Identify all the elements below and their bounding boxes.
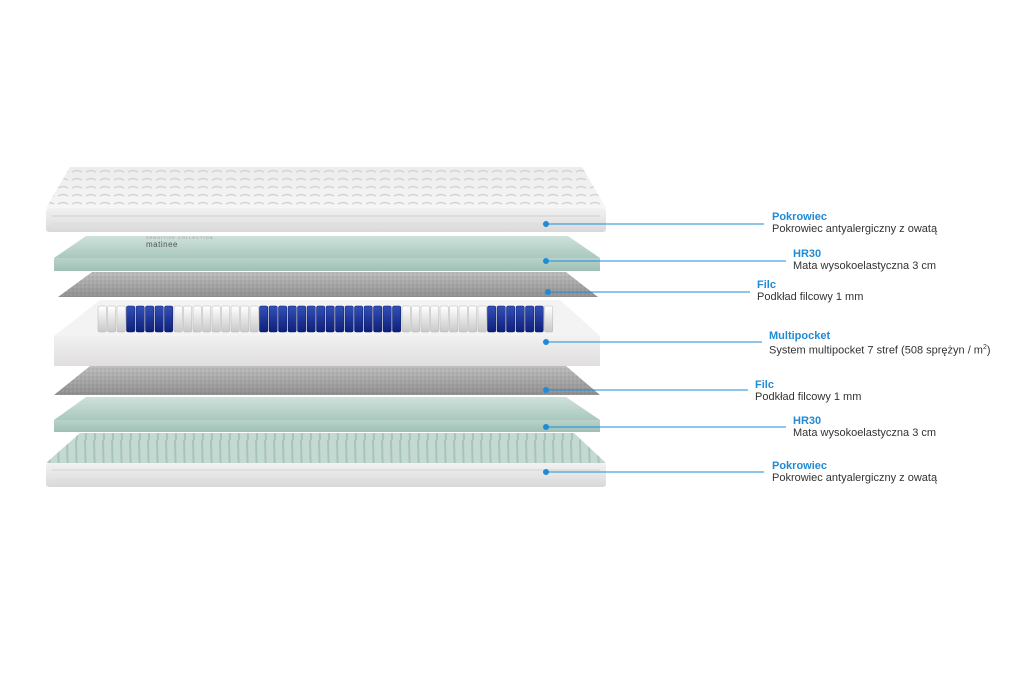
callout-line-filc-top — [545, 289, 750, 295]
brand-logo-text: matinee — [146, 240, 178, 249]
callout-title: Filc — [755, 379, 774, 391]
pocket-spring-blue — [487, 305, 497, 333]
pocket-spring-white — [458, 305, 468, 333]
pocket-spring-blue — [382, 305, 392, 333]
layer-hr30-foam-bottom — [54, 397, 600, 432]
callout-pokrowiec-bottom: Pokrowiec Pokrowiec antyalergiczny z owa… — [772, 460, 937, 484]
callout-line-filc-bottom — [543, 387, 748, 393]
callout-line-pokrowiec-top — [543, 221, 764, 227]
callout-description: Podkład filcowy 1 mm — [755, 391, 862, 403]
pocket-spring-white — [97, 305, 107, 333]
callout-description: Mata wysokoelastyczna 3 cm — [793, 260, 937, 272]
pocket-spring-blue — [392, 305, 402, 333]
pocket-spring-white — [230, 305, 240, 333]
callout-multipocket: Multipocket System multipocket 7 stref (… — [769, 330, 991, 357]
pocket-spring-white — [468, 305, 478, 333]
pocket-spring-white — [202, 305, 212, 333]
pocket-spring-blue — [525, 305, 535, 333]
pocket-spring-blue — [145, 305, 155, 333]
pocket-spring-blue — [344, 305, 354, 333]
pocket-spring-white — [183, 305, 193, 333]
pocket-spring-blue — [354, 305, 364, 333]
pocket-spring-white — [192, 305, 202, 333]
layer-multipocket-springs — [54, 300, 600, 366]
pocket-spring-blue — [154, 305, 164, 333]
pocket-spring-blue — [325, 305, 335, 333]
pocket-spring-white — [401, 305, 411, 333]
callout-description: System multipocket 7 stref (508 sprężyn … — [769, 344, 991, 357]
pocket-spring-blue — [515, 305, 525, 333]
layer-felt-bottom — [54, 366, 600, 395]
callout-line-pokrowiec-bottom — [543, 469, 764, 475]
pocket-spring-white — [116, 305, 126, 333]
callout-title: Filc — [757, 279, 776, 291]
callout-lines — [543, 221, 786, 475]
pocket-spring-white — [430, 305, 440, 333]
pocket-spring-white — [107, 305, 117, 333]
callout-title: Multipocket — [769, 330, 831, 342]
layer-felt-top — [58, 272, 598, 297]
pocket-spring-white — [173, 305, 183, 333]
pocket-spring-white — [544, 305, 554, 333]
callout-title: Pokrowiec — [772, 460, 828, 472]
layer-hr30-foam-top — [54, 236, 600, 271]
pocket-spring-blue — [316, 305, 326, 333]
pocket-spring-white — [221, 305, 231, 333]
pocket-spring-blue — [506, 305, 516, 333]
pocket-spring-blue — [135, 305, 145, 333]
pocket-spring-blue — [363, 305, 373, 333]
brand-logo: SENSITIVE COLLECTION matinee — [146, 235, 214, 249]
pocket-spring-blue — [335, 305, 345, 333]
pocket-spring-white — [449, 305, 459, 333]
pocket-spring-blue — [534, 305, 544, 333]
callout-description: Podkład filcowy 1 mm — [757, 291, 864, 303]
callout-line-multipocket — [543, 339, 762, 345]
pocket-spring-blue — [268, 305, 278, 333]
callout-filc-bottom: Filc Podkład filcowy 1 mm — [755, 379, 861, 403]
callout-description: Mata wysokoelastyczna 3 cm — [793, 427, 937, 439]
pocket-spring-white — [420, 305, 430, 333]
callout-filc-top: Filc Podkład filcowy 1 mm — [757, 279, 863, 303]
callout-title: Pokrowiec — [772, 211, 828, 223]
pocket-spring-white — [439, 305, 449, 333]
callout-description: Pokrowiec antyalergiczny z owatą — [772, 223, 938, 235]
brand-tagline: SENSITIVE COLLECTION — [146, 235, 214, 240]
callout-title: HR30 — [793, 415, 822, 427]
pocket-spring-white — [240, 305, 250, 333]
callout-title: HR30 — [793, 248, 822, 260]
pocket-spring-blue — [164, 305, 174, 333]
callout-pokrowiec-top: Pokrowiec Pokrowiec antyalergiczny z owa… — [772, 211, 937, 235]
pocket-spring-white — [477, 305, 487, 333]
callout-description: Pokrowiec antyalergiczny z owatą — [772, 472, 938, 484]
callout-hr30-bottom: HR30 Mata wysokoelastyczna 3 cm — [793, 415, 936, 439]
callout-hr30-top: HR30 Mata wysokoelastyczna 3 cm — [793, 248, 936, 272]
pocket-spring-blue — [496, 305, 506, 333]
callout-line-hr30-bottom — [543, 424, 786, 430]
pocket-spring-blue — [259, 305, 269, 333]
pocket-spring-blue — [306, 305, 316, 333]
pocket-spring-white — [411, 305, 421, 333]
pocket-spring-blue — [297, 305, 307, 333]
pocket-spring-white — [211, 305, 221, 333]
pocket-spring-blue — [278, 305, 288, 333]
pocket-spring-blue — [287, 305, 297, 333]
pocket-spring-blue — [373, 305, 383, 333]
layer-bottom-cover — [46, 433, 606, 487]
callout-line-hr30-top — [543, 258, 786, 264]
pocket-spring-blue — [126, 305, 136, 333]
pocket-spring-white — [249, 305, 259, 333]
layer-top-cover — [46, 167, 606, 232]
